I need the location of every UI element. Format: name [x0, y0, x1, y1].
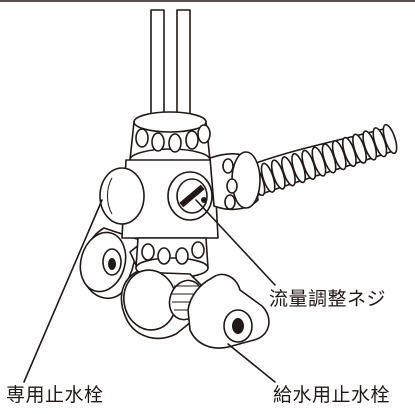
leader-dedicated-stop-valve [23, 199, 103, 383]
valve-cross-body [99, 111, 261, 279]
corrugated-hose [247, 123, 398, 197]
supply-stop-valve-label: 給水用止水栓 [273, 384, 391, 406]
supply-stop-valve-body [120, 269, 270, 349]
supply-pipe [150, 9, 191, 123]
leader-flow-screw [195, 199, 276, 286]
flow-adjusting-screw-label: 流量調整ネジ [269, 288, 387, 310]
dedicated-stop-valve-label: 専用止水栓 [6, 384, 104, 406]
leader-supply-stop-valve [227, 343, 276, 383]
